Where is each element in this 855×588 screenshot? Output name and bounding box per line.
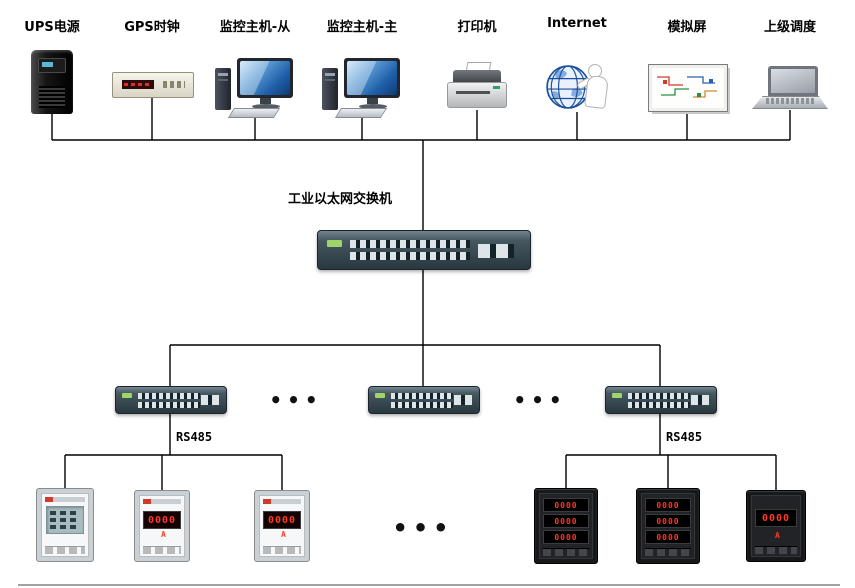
- meter-display-row: 0000: [645, 514, 691, 528]
- meter-display: 0000: [263, 511, 301, 529]
- meter-display-row: 0000: [543, 530, 589, 544]
- gps-clock-icon: [112, 72, 194, 98]
- meter-display-row: 0000: [543, 498, 589, 512]
- meter-buttons: [143, 546, 181, 554]
- power-meter-led-white: 0000 A: [254, 490, 310, 562]
- label-internet: Internet: [547, 16, 607, 31]
- laptop-screen: [768, 66, 818, 96]
- meter-display-row: 0000: [645, 530, 691, 544]
- label-printer: 打印机: [457, 20, 497, 35]
- ellipsis-meters: •••: [392, 514, 454, 542]
- pc-tower: [322, 68, 338, 110]
- pc-tower: [215, 68, 231, 110]
- switch-logo: [327, 240, 342, 247]
- gps-buttons: [163, 81, 185, 88]
- meter-unit: A: [161, 530, 166, 539]
- sub-switch-right-icon: [605, 386, 717, 414]
- ups-icon: [31, 50, 73, 114]
- power-meter-led-black: 0000 0000 0000: [636, 488, 700, 564]
- internet-globe-icon: [545, 62, 609, 114]
- power-meter-led-white: 0000 A: [134, 490, 190, 562]
- label-mimic-panel: 模拟屏: [667, 20, 707, 35]
- meter-display-row: 0000: [645, 498, 691, 512]
- mimic-panel-icon: [648, 64, 728, 112]
- ellipsis-switches-right: •••: [513, 388, 567, 412]
- rs485-label-right: RS485: [666, 430, 703, 444]
- meter-lcd-display: [46, 506, 84, 534]
- power-meter-led-black: 0000 0000 0000: [534, 488, 598, 564]
- label-host-slave: 监控主机-从: [219, 20, 291, 35]
- label-ups: UPS电源: [24, 20, 80, 35]
- meter-unit: A: [281, 530, 286, 539]
- meter-buttons: [263, 546, 301, 554]
- laptop-keys: [766, 98, 814, 104]
- pc-monitor: [344, 58, 400, 98]
- main-ethernet-switch-icon: [317, 230, 531, 270]
- meter-brand-strip: [45, 497, 85, 502]
- ups-vents: [39, 86, 65, 108]
- monitor-host-slave-icon: [215, 58, 295, 118]
- pc-keyboard: [227, 108, 281, 118]
- meter-buttons: [645, 548, 691, 556]
- meter-buttons: [755, 546, 797, 554]
- printer-icon: [447, 62, 507, 110]
- meter-display: 0000: [143, 511, 181, 529]
- label-gps-clock: GPS时钟: [124, 20, 180, 35]
- ellipsis-switches-left: •••: [269, 388, 323, 412]
- pc-monitor: [237, 58, 293, 98]
- switch-uplink-ports: [478, 244, 514, 258]
- sub-switch-left-icon: [115, 386, 227, 414]
- switch-ports: [350, 252, 470, 260]
- meter-display-row: 0000: [543, 514, 589, 528]
- meter-buttons: [543, 548, 589, 556]
- pc-keyboard: [334, 108, 388, 118]
- sub-switch-middle-icon: [368, 386, 480, 414]
- figure-body: [584, 74, 609, 110]
- monitor-host-master-icon: [322, 58, 402, 118]
- switch-ports: [350, 240, 470, 248]
- meter-display: 0000: [755, 509, 797, 527]
- ups-led: [42, 62, 53, 67]
- power-meter-led-black-single: 0000 A: [746, 490, 806, 562]
- meter-buttons: [45, 546, 85, 554]
- label-host-master: 监控主机-主: [326, 20, 398, 35]
- meter-unit: A: [775, 531, 780, 540]
- rs485-label-left: RS485: [176, 430, 213, 444]
- main-switch-label: 工业以太网交换机: [288, 192, 393, 207]
- power-meter-lcd: [36, 488, 94, 562]
- laptop-icon: [752, 66, 828, 112]
- label-dispatch: 上级调度: [763, 20, 816, 35]
- gps-digits: [124, 83, 152, 86]
